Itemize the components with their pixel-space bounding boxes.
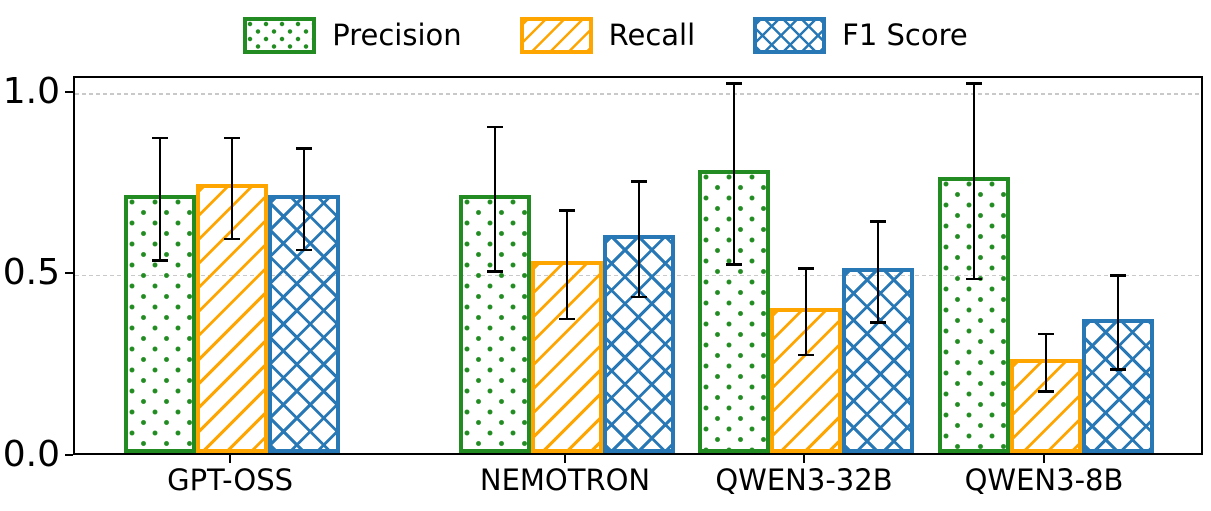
error-bar-precision-qwen3-8b bbox=[972, 83, 976, 280]
error-bar-cap-top bbox=[152, 136, 169, 140]
error-bar-cap-bottom bbox=[725, 263, 742, 266]
x-tick-label-gpt-oss: GPT-OSS bbox=[167, 463, 294, 497]
error-bar-f1-score-qwen3-32b bbox=[876, 221, 880, 323]
x-axis-tick bbox=[564, 455, 566, 463]
error-bar-cap-top bbox=[631, 180, 647, 183]
bar-recall-qwen3-8b bbox=[1010, 358, 1082, 453]
y-axis-tick bbox=[65, 454, 73, 456]
error-bar-precision-gpt-oss bbox=[158, 137, 162, 261]
error-bar-cap-bottom bbox=[797, 353, 814, 357]
legend-swatch-diagonal-icon bbox=[519, 16, 593, 54]
error-bar-cap-top bbox=[1038, 332, 1054, 336]
y-axis-tick bbox=[65, 90, 73, 93]
legend-label: Recall bbox=[608, 17, 696, 52]
error-bar-cap-top bbox=[966, 82, 982, 85]
error-bar-cap-bottom bbox=[1038, 390, 1054, 393]
error-bar-cap-bottom bbox=[152, 259, 169, 262]
error-bar-cap-top bbox=[559, 209, 575, 212]
x-axis-tick bbox=[802, 455, 805, 463]
bar-precision-gpt-oss bbox=[124, 195, 197, 453]
error-bar-precision-nemotron bbox=[493, 126, 497, 272]
error-bar-cap-top bbox=[487, 125, 503, 129]
bar-f1-score-nemotron bbox=[603, 235, 675, 453]
x-tick-label-qwen3-32b: QWEN3-32B bbox=[715, 463, 893, 497]
y-tick-label: 0.0 bbox=[2, 434, 60, 475]
error-bar-f1-score-qwen3-8b bbox=[1116, 275, 1120, 370]
error-bar-recall-gpt-oss bbox=[230, 137, 234, 240]
plot-area bbox=[73, 76, 1203, 455]
legend-swatch-dots-icon bbox=[243, 16, 317, 54]
error-bar-recall-nemotron bbox=[565, 210, 569, 320]
error-bar-recall-qwen3-8b bbox=[1044, 333, 1048, 392]
legend-label: F1 Score bbox=[842, 17, 968, 52]
error-bar-cap-bottom bbox=[487, 270, 503, 273]
legend-swatch-crosshatch-icon bbox=[753, 16, 827, 54]
error-bar-cap-bottom bbox=[559, 317, 575, 321]
error-bar-f1-score-nemotron bbox=[637, 181, 641, 298]
error-bar-cap-bottom bbox=[631, 295, 647, 299]
error-bar-cap-top bbox=[725, 82, 742, 85]
error-bar-f1-score-gpt-oss bbox=[302, 148, 306, 251]
x-axis-tick bbox=[229, 455, 232, 463]
chart-legend: Precision Recall F1 Score bbox=[0, 9, 1211, 61]
y-tick-label: 0.5 bbox=[2, 252, 60, 294]
error-bar-precision-qwen3-32b bbox=[732, 83, 736, 265]
legend-item-precision: Precision bbox=[243, 16, 462, 54]
error-bar-cap-bottom bbox=[869, 321, 886, 324]
error-bar-cap-bottom bbox=[966, 277, 982, 281]
legend-item-recall: Recall bbox=[519, 16, 696, 54]
error-bar-cap-top bbox=[296, 147, 313, 150]
error-bar-cap-bottom bbox=[224, 237, 241, 241]
y-tick-label: 1.0 bbox=[2, 70, 60, 112]
error-bar-cap-top bbox=[869, 220, 886, 223]
x-tick-label-nemotron: NEMOTRON bbox=[479, 463, 651, 497]
error-bar-cap-top bbox=[797, 267, 814, 270]
error-bar-cap-top bbox=[1110, 274, 1126, 277]
x-tick-label-qwen3-8b: QWEN3-8B bbox=[964, 463, 1124, 497]
y-axis-tick bbox=[65, 272, 73, 275]
gridline-y-1.0 bbox=[75, 93, 1201, 95]
x-axis-tick bbox=[1043, 455, 1045, 463]
error-bar-cap-bottom bbox=[296, 248, 313, 252]
error-bar-recall-qwen3-32b bbox=[804, 268, 808, 356]
legend-label: Precision bbox=[332, 17, 462, 52]
error-bar-cap-top bbox=[224, 136, 241, 140]
legend-item-f1-score: F1 Score bbox=[753, 16, 968, 54]
error-bar-cap-bottom bbox=[1110, 368, 1126, 371]
